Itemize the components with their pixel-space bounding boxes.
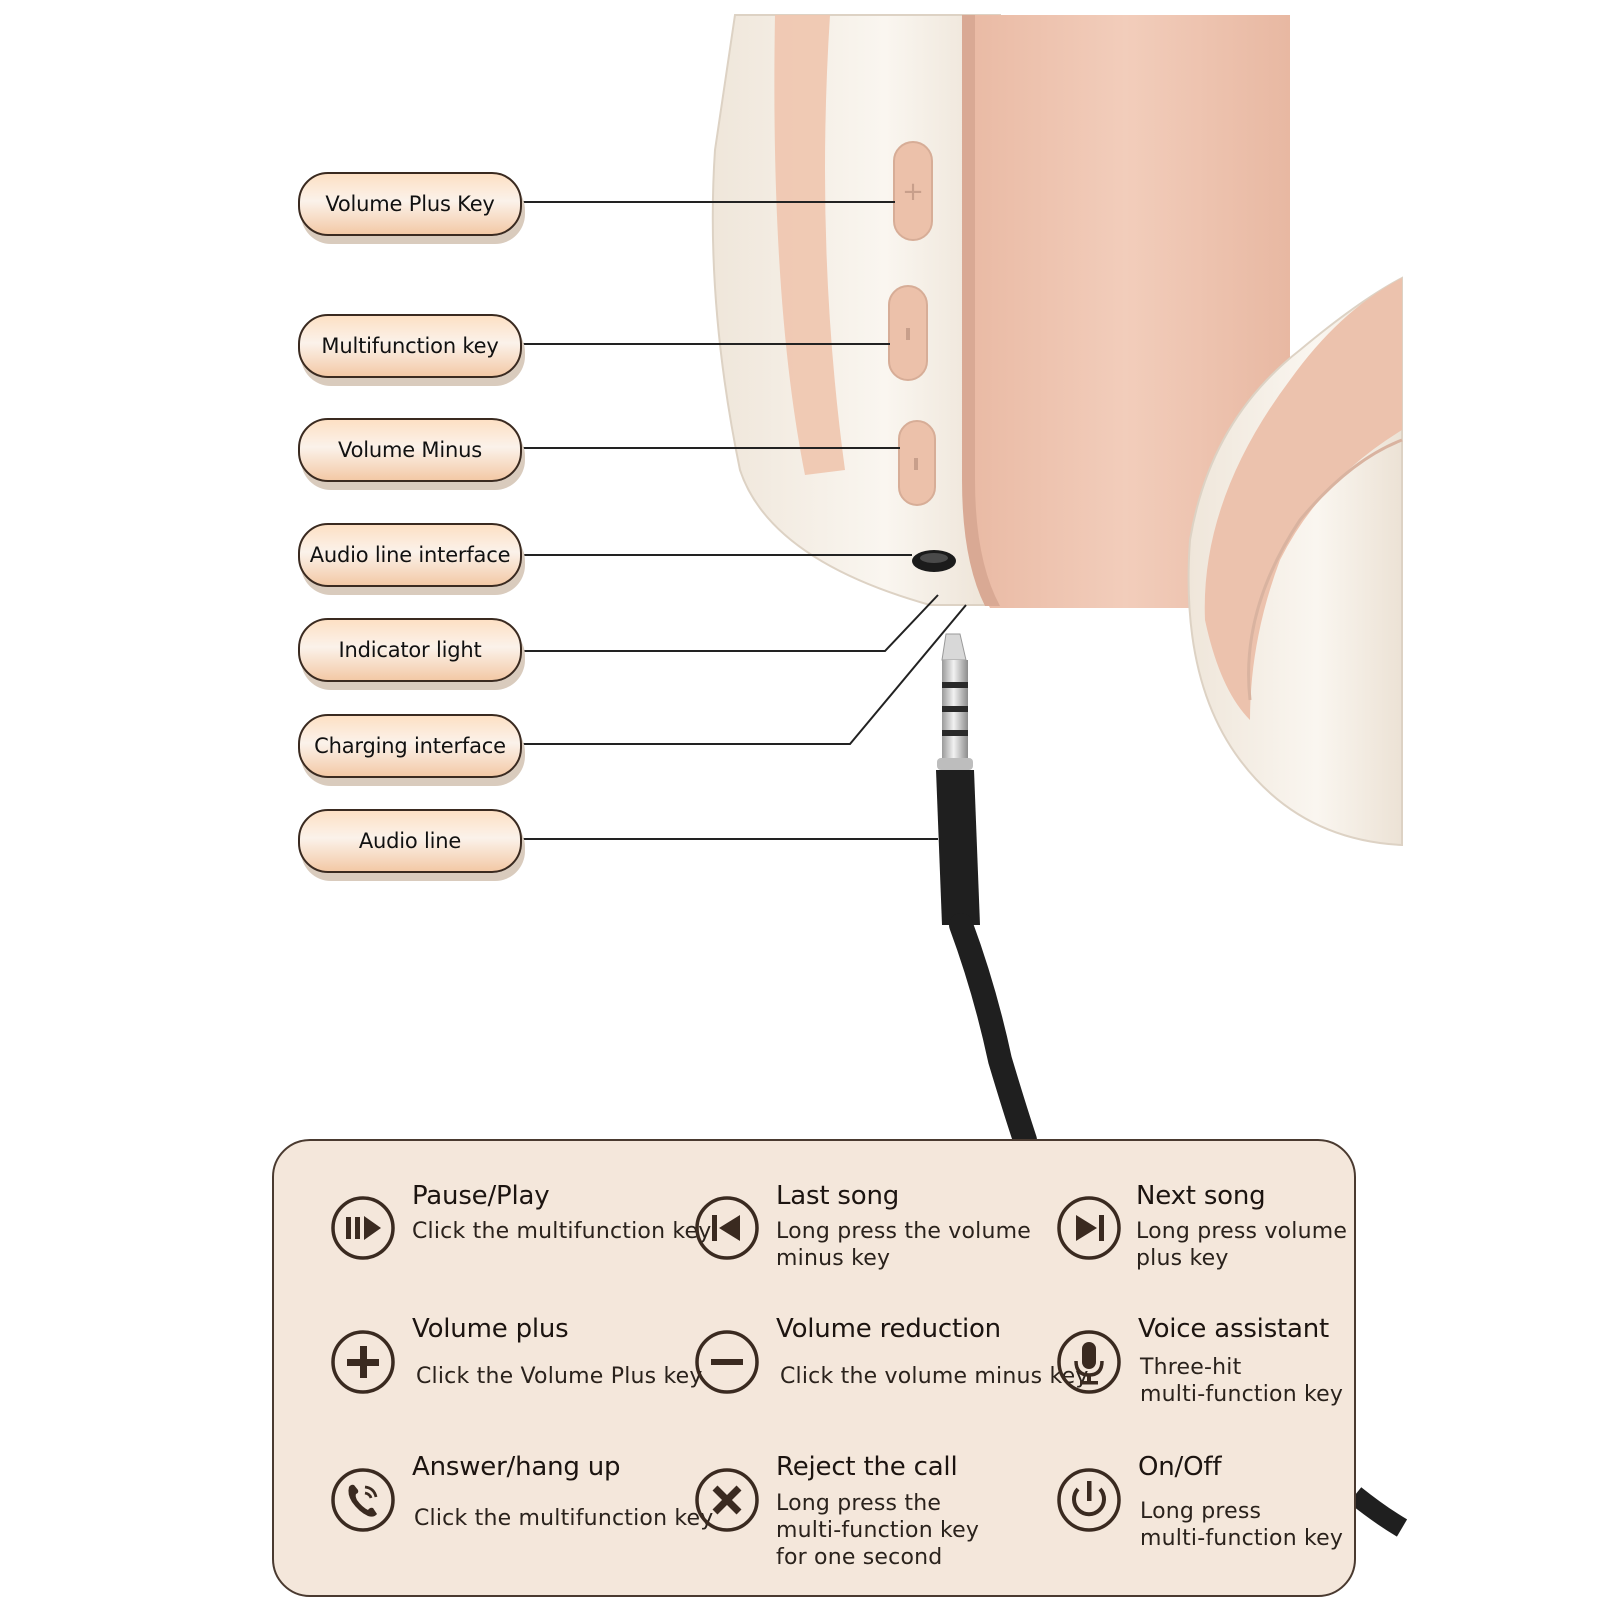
callout-multifunction-key: Multifunction key	[298, 314, 522, 378]
callout-label: Volume Minus	[338, 438, 482, 462]
function-title: Volume plus	[412, 1314, 569, 1344]
function-guide-panel: Pause/Play Click the multifunction key L…	[272, 1139, 1356, 1597]
right-ear-cup	[1187, 276, 1403, 847]
function-desc: Long press the volume minus key	[776, 1219, 1032, 1271]
callout-label: Indicator light	[338, 638, 482, 662]
headphone-buttons: +	[888, 141, 956, 572]
callout-label: Multifunction key	[321, 334, 499, 358]
callout-audio-line: Audio line	[298, 809, 522, 873]
callout-label: Audio line interface	[309, 543, 511, 567]
power-icon	[1057, 1468, 1121, 1532]
function-desc: Click the Volume Plus key	[416, 1364, 703, 1389]
phone-icon	[331, 1468, 395, 1532]
function-desc: Long press multi-function key	[1140, 1499, 1344, 1551]
previous-track-icon	[695, 1196, 759, 1260]
function-title: Last song	[776, 1181, 900, 1211]
function-title: Reject the call	[776, 1452, 958, 1482]
play-pause-icon	[331, 1196, 395, 1260]
callout-indicator-light: Indicator light	[298, 618, 522, 682]
close-icon	[695, 1468, 759, 1532]
callout-charging-interface: Charging interface	[298, 714, 522, 778]
function-desc: Long press the multi-function key for on…	[776, 1491, 980, 1570]
function-desc: Click the multifunction key	[412, 1219, 712, 1244]
callout-label: Volume Plus Key	[325, 192, 495, 216]
callout-label: Audio line	[358, 829, 462, 853]
function-desc: Three-hit multi-function key	[1140, 1355, 1344, 1407]
function-title: Next song	[1136, 1181, 1266, 1211]
leader-lines	[518, 201, 967, 840]
callout-label: Charging interface	[314, 734, 506, 758]
svg-text:+: +	[902, 177, 924, 207]
function-title: Voice assistant	[1138, 1314, 1330, 1344]
function-desc: Click the multifunction key	[414, 1506, 714, 1531]
function-title: On/Off	[1138, 1452, 1222, 1482]
function-title: Volume reduction	[776, 1314, 1001, 1344]
plus-icon	[331, 1330, 395, 1394]
callout-volume-plus-key: Volume Plus Key	[298, 172, 522, 236]
next-track-icon	[1057, 1196, 1121, 1260]
function-desc: Click the volume minus key	[780, 1364, 1089, 1389]
function-title: Pause/Play	[412, 1181, 550, 1211]
callout-audio-line-interface: Audio line interface	[298, 523, 522, 587]
callout-volume-minus: Volume Minus	[298, 418, 522, 482]
microphone-icon	[1057, 1330, 1121, 1394]
minus-icon	[695, 1330, 759, 1394]
audio-cable	[936, 633, 1408, 1537]
function-title: Answer/hang up	[412, 1452, 621, 1482]
function-desc: Long press volume plus key	[1136, 1219, 1348, 1271]
